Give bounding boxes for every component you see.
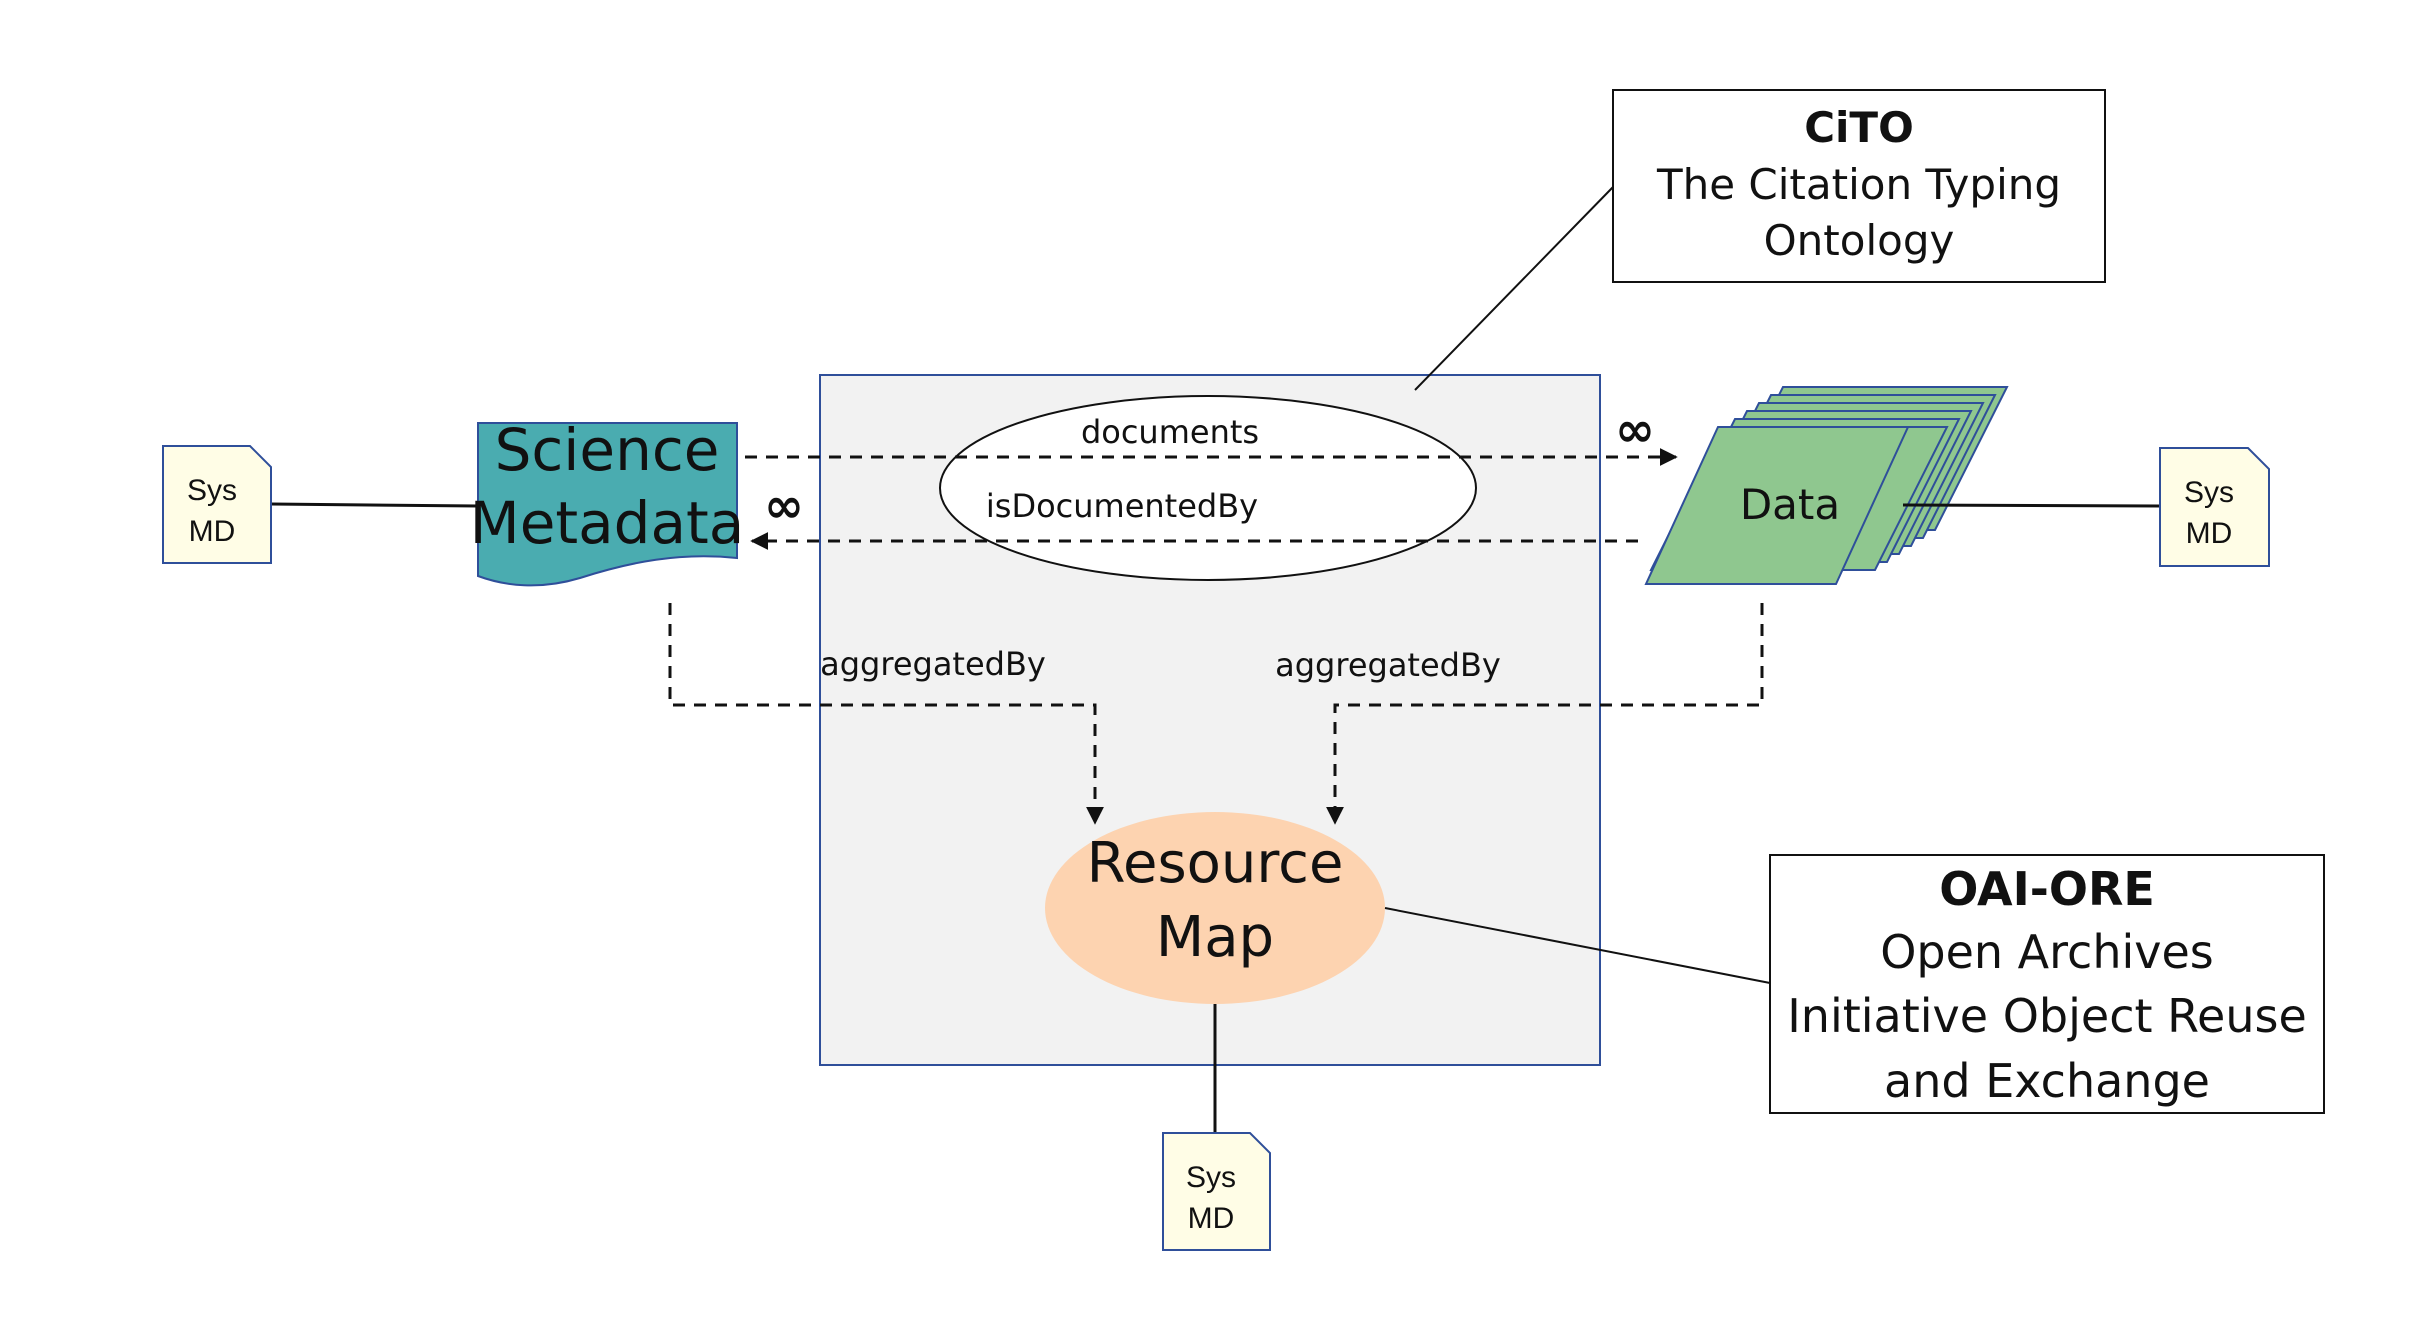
cito-line-1: The Citation Typing bbox=[1656, 160, 2061, 209]
cito-relation-ellipse bbox=[939, 395, 1477, 581]
sysmd-bottom-line-1: Sys bbox=[1186, 1161, 1236, 1194]
is-documented-by-label: isDocumentedBy bbox=[986, 487, 1258, 525]
aggregated-by-right-arrow bbox=[1326, 603, 1764, 825]
sysmd-right-connector bbox=[1902, 503, 2161, 508]
sysmd-left: Sys MD bbox=[162, 445, 272, 564]
resource-map-line-2: Map bbox=[1156, 905, 1274, 970]
cito-line-2: Ontology bbox=[1764, 216, 1955, 265]
oai-ore-line-3: and Exchange bbox=[1884, 1054, 2210, 1108]
science-metadata-line-1: Science bbox=[495, 416, 720, 484]
aggregated-by-left-label: aggregatedBy bbox=[820, 645, 1046, 683]
data-node: Data bbox=[1644, 386, 2009, 585]
sysmd-right-line-2: MD bbox=[2186, 517, 2233, 550]
oai-ore-line-2: Initiative Object Reuse bbox=[1787, 989, 2307, 1043]
sysmd-bottom-line-2: MD bbox=[1188, 1202, 1235, 1235]
science-metadata-node: Science Metadata bbox=[470, 416, 745, 587]
sysmd-left-connector bbox=[270, 502, 479, 508]
science-metadata-line-2: Metadata bbox=[470, 489, 745, 557]
sysmd-bottom: Sys MD bbox=[1162, 1132, 1271, 1251]
sysmd-left-line-2: MD bbox=[189, 515, 236, 548]
oai-ore-title: OAI-ORE bbox=[1939, 862, 2155, 916]
cito-connector bbox=[1414, 186, 1614, 391]
cito-title: CiTO bbox=[1804, 103, 1914, 152]
cito-callout: CiTO The Citation Typing Ontology bbox=[1612, 89, 2106, 283]
infinity-icon: ∞ bbox=[1615, 402, 1655, 458]
oai-ore-callout: OAI-ORE Open Archives Initiative Object … bbox=[1769, 854, 2325, 1114]
aggregated-by-left-arrow bbox=[668, 603, 1104, 825]
resource-map-node: Resource Map bbox=[1045, 812, 1385, 1004]
sysmd-right: Sys MD bbox=[2159, 447, 2270, 567]
documents-label: documents bbox=[1081, 413, 1259, 451]
aggregated-by-right-label: aggregatedBy bbox=[1275, 646, 1501, 684]
infinity-icon: ∞ bbox=[764, 478, 804, 534]
resource-map-line-1: Resource bbox=[1087, 831, 1344, 896]
sysmd-right-line-1: Sys bbox=[2184, 476, 2234, 509]
oai-ore-connector bbox=[1384, 907, 1771, 984]
oai-ore-line-1: Open Archives bbox=[1880, 925, 2214, 979]
sysmd-left-line-1: Sys bbox=[187, 474, 237, 507]
data-label: Data bbox=[1740, 480, 1840, 529]
